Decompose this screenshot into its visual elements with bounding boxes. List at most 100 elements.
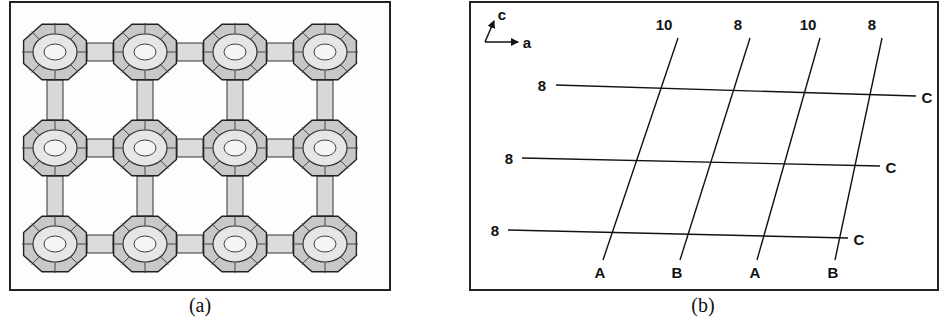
bond [145,119,146,130]
bond [251,161,259,169]
bond [71,31,79,39]
bond [251,127,259,135]
cage-ring [303,34,347,70]
bond [161,223,169,231]
pillar [47,80,63,120]
cage-ring [314,140,336,156]
bond [257,52,268,53]
panel-caption: (b) [689,294,716,316]
bond [161,257,169,265]
bond [161,127,169,135]
bond [77,52,88,53]
link [177,139,203,157]
bond [145,166,146,177]
bond [235,215,236,226]
ring-size: 8 [732,16,744,33]
bond [145,215,146,226]
bond [257,148,268,149]
pillar [317,80,333,120]
bond [112,52,123,53]
bond [292,52,303,53]
bond [167,148,178,149]
bond [341,161,349,169]
bond [325,70,326,81]
cage-ring [123,34,167,70]
ring-size: 8 [503,150,515,167]
channel-label: A [748,264,763,281]
bond [161,161,169,169]
bond [212,257,220,265]
bond [71,65,79,73]
channel-lines [508,38,916,260]
bond [235,262,236,273]
zeolite-framework [22,23,358,273]
bond [202,244,213,245]
pillar [227,80,243,120]
bond [302,65,310,73]
link [87,235,113,253]
bond [341,31,349,39]
pillar [317,176,333,216]
bond [167,52,178,53]
bond [212,161,220,169]
link [267,139,293,157]
cage-ring [123,130,167,166]
channel-line [556,85,916,96]
bond [325,215,326,226]
bond [161,65,169,73]
cage-ring [134,236,156,252]
bond [302,31,310,39]
bond [55,23,56,34]
bond [325,119,326,130]
channel-line [603,38,678,260]
cage-ring [213,130,257,166]
bond [251,31,259,39]
bond [212,127,220,135]
bond [212,65,220,73]
pillar [47,176,63,216]
panel-frame [470,2,938,290]
channel-line [835,38,882,260]
bond [145,262,146,273]
bond [55,70,56,81]
bond [235,70,236,81]
pillar [137,176,153,216]
cage-ring [213,34,257,70]
bond [55,166,56,177]
bond [325,166,326,177]
bond [302,223,310,231]
bond [212,31,220,39]
panel-frame [10,2,390,290]
bond [112,244,123,245]
bond [212,223,220,231]
bond [122,65,130,73]
cage-ring [314,236,336,252]
bond [55,215,56,226]
bond [122,223,130,231]
bond [325,23,326,34]
cage-ring [303,130,347,166]
channel-line [522,158,880,166]
bond [341,127,349,135]
bond [347,52,358,53]
bond [32,161,40,169]
axis-arrow [485,21,494,42]
cage-ring [33,226,77,262]
bond [145,23,146,34]
link [177,235,203,253]
channel-line [680,38,750,260]
bond [122,127,130,135]
cage-ring [224,236,246,252]
bond [302,161,310,169]
bond [235,119,236,130]
cage-ring [33,130,77,166]
ring-size: 8 [536,77,548,94]
channel-line [757,38,820,260]
bond [292,244,303,245]
bond [22,52,33,53]
bond [122,161,130,169]
cage-ring [44,44,66,60]
cage-ring [123,226,167,262]
bond [32,257,40,265]
